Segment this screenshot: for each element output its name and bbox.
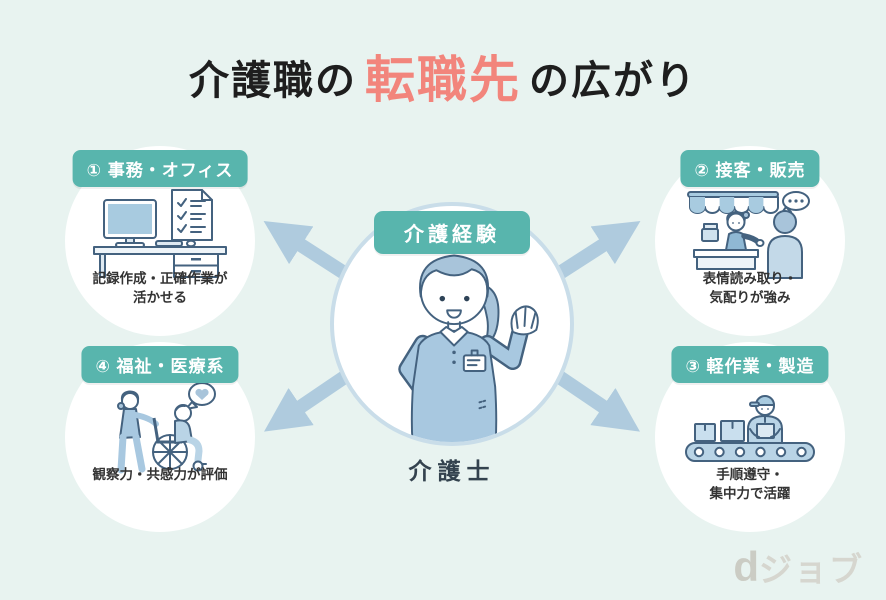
- card-factory: ③ 軽作業・製造 手順遵守・: [655, 342, 845, 542]
- arrow-bottom-right: [548, 366, 640, 432]
- card-welfare: ④ 福祉・医療系 観察力・共感力が評: [65, 342, 255, 542]
- d-job-logo: dジョブ: [733, 546, 864, 588]
- logo-text: ジョブ: [759, 551, 864, 588]
- experience-badge: 介護経験: [374, 211, 530, 254]
- title-highlight: 転職先: [365, 52, 521, 108]
- factory-caption: 手順遵守・ 集中力で活躍: [709, 467, 791, 501]
- center-label: 介護士: [408, 458, 496, 484]
- logo-d: d: [733, 543, 759, 590]
- retail-badge: ② 接客・販売: [680, 150, 820, 187]
- card-retail: ② 接客・販売: [655, 146, 845, 346]
- card-office: ① 事務・オフィス 記録: [65, 146, 255, 346]
- shop-counter-icon: [687, 191, 810, 279]
- caregiver-woman-icon: [398, 254, 539, 442]
- retail-caption: 表情読み取り・ 気配りが強み: [702, 271, 798, 305]
- welfare-caption: 観察力・共感力が評価: [92, 467, 228, 482]
- desk-computer-icon: [93, 189, 227, 278]
- office-badge: ① 事務・オフィス: [72, 150, 248, 187]
- title-prefix: 介護職の: [189, 59, 357, 103]
- welfare-badge: ④ 福祉・医療系: [81, 346, 239, 383]
- page-title: 介護職の転職先の広がり: [0, 40, 886, 112]
- conveyor-worker-icon: [685, 395, 815, 462]
- factory-badge: ③ 軽作業・製造: [671, 346, 829, 383]
- office-caption: 記録作成・正確作業が 活かせる: [92, 271, 228, 305]
- wheelchair-care-icon: [117, 382, 216, 474]
- title-suffix: の広がり: [529, 59, 697, 103]
